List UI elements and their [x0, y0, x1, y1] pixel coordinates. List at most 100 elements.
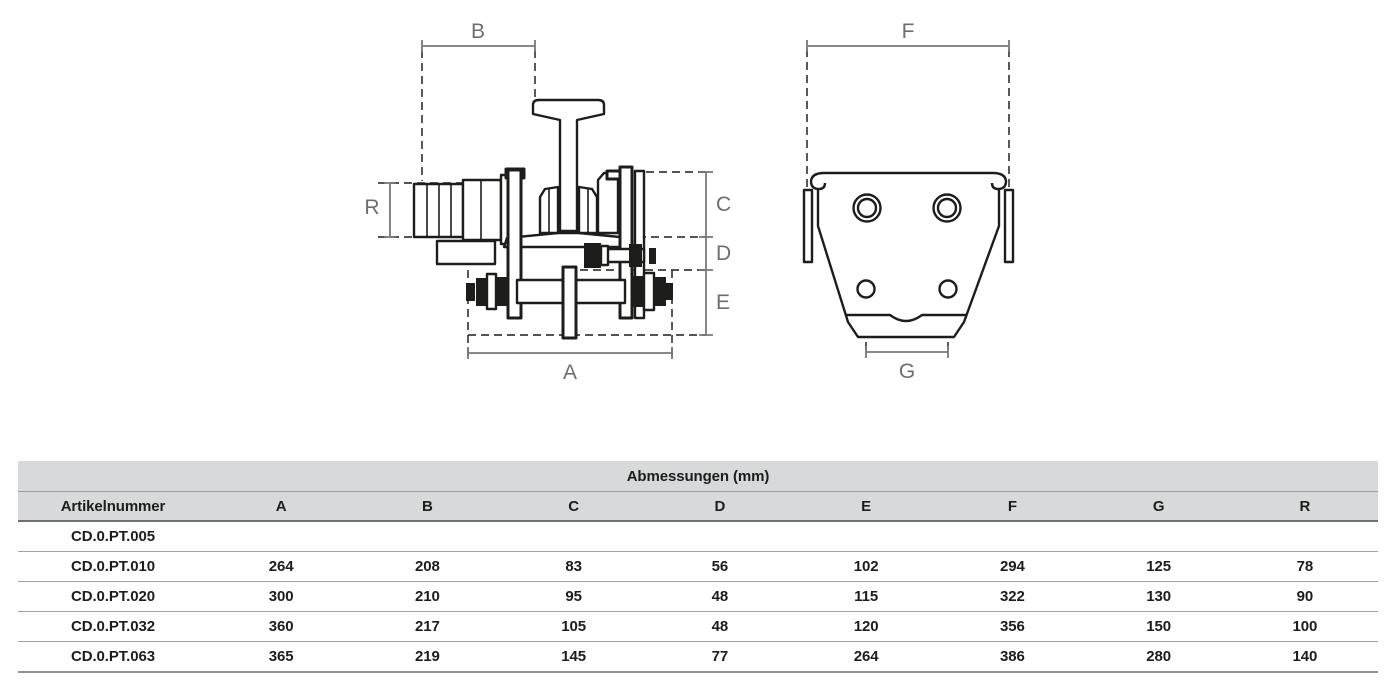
value-cell: 356	[939, 611, 1086, 642]
upper-shaft-nut-mid	[629, 244, 642, 267]
crossbar-washer	[485, 272, 498, 311]
column-header-d: D	[646, 491, 793, 522]
column-header-g: G	[1085, 491, 1232, 522]
value-cell: 120	[793, 611, 940, 642]
table-title: Abmessungen (mm)	[18, 461, 1378, 492]
value-cell: 145	[500, 641, 647, 673]
hole-small-right	[938, 279, 958, 299]
value-cell: 322	[939, 581, 1086, 612]
value-cell: 208	[354, 551, 501, 582]
value-cell: 140	[1231, 641, 1378, 673]
column-header-r: R	[1231, 491, 1378, 522]
column-header-e: E	[793, 491, 940, 522]
beam-rail	[531, 98, 606, 233]
hole-small-left	[856, 279, 876, 299]
value-cell: 365	[208, 641, 355, 673]
dim-label-f: F	[902, 20, 915, 43]
value-cell: 102	[793, 551, 940, 582]
value-cell: 210	[354, 581, 501, 612]
value-cell	[1085, 521, 1232, 552]
column-header-a: A	[208, 491, 355, 522]
center-strut	[561, 265, 578, 340]
dimension-lines-side	[384, 40, 713, 359]
crossbar-washer	[642, 271, 656, 312]
value-cell: 48	[646, 581, 793, 612]
value-cell: 95	[500, 581, 647, 612]
value-cell: 83	[500, 551, 647, 582]
value-cell: 217	[354, 611, 501, 642]
table-row: CD.0.PT.005	[18, 521, 1378, 552]
dim-label-d: D	[716, 242, 731, 265]
motor-body	[461, 178, 503, 242]
hole-large-right-inner	[936, 197, 958, 219]
value-cell	[500, 521, 647, 552]
trolley-body	[596, 171, 620, 235]
value-cell: 219	[354, 641, 501, 673]
value-cell: 115	[793, 581, 940, 612]
plate-bottom-edge	[846, 313, 967, 323]
dim-line-b	[421, 40, 536, 52]
plate-cap-right	[605, 169, 622, 181]
upper-shaft-nut-left	[584, 243, 601, 268]
value-cell: 300	[208, 581, 355, 612]
plate-body	[816, 190, 1001, 339]
table-title-row: Abmessungen (mm)	[18, 461, 1378, 492]
value-cell	[354, 521, 501, 552]
value-cell: 105	[500, 611, 647, 642]
value-cell: 78	[1231, 551, 1378, 582]
motor-fin-lines	[426, 184, 452, 237]
dim-line-f	[806, 40, 1010, 52]
value-cell: 360	[208, 611, 355, 642]
upper-shaft-nut-right	[649, 248, 656, 264]
flange-bar-left	[802, 188, 814, 264]
crossbar-nut	[654, 277, 666, 306]
value-cell: 264	[208, 551, 355, 582]
dim-label-b: B	[471, 20, 485, 43]
value-cell: 77	[646, 641, 793, 673]
technical-drawing: B R C D E A F G	[364, 20, 1015, 384]
dim-line-g	[865, 346, 949, 358]
plate-hook-right	[990, 171, 1008, 191]
value-cell	[939, 521, 1086, 552]
flange-bar-right	[1003, 188, 1015, 264]
dim-label-r: R	[364, 196, 379, 219]
value-cell: 264	[793, 641, 940, 673]
value-cell: 130	[1085, 581, 1232, 612]
value-cell: 280	[1085, 641, 1232, 673]
value-cell: 48	[646, 611, 793, 642]
dim-line-a	[467, 347, 673, 359]
column-header-c: C	[500, 491, 647, 522]
junction-box	[435, 239, 497, 266]
dim-label-a: A	[563, 361, 577, 384]
plate-hook-left	[809, 171, 827, 191]
artikelnummer-cell: CD.0.PT.005	[18, 521, 208, 552]
value-cell	[208, 521, 355, 552]
crossbar-nut	[666, 283, 673, 300]
value-cell	[646, 521, 793, 552]
crossbar-nut	[496, 277, 507, 306]
column-header-f: F	[939, 491, 1086, 522]
artikelnummer-cell: CD.0.PT.020	[18, 581, 208, 612]
beam-bottom-flange	[502, 231, 635, 249]
artikelnummer-cell: CD.0.PT.063	[18, 641, 208, 673]
value-cell: 150	[1085, 611, 1232, 642]
value-cell: 100	[1231, 611, 1378, 642]
value-cell: 90	[1231, 581, 1378, 612]
upper-shaft-washer	[599, 244, 610, 267]
crossbar-nut	[632, 276, 644, 307]
hole-large-left-inner	[856, 197, 878, 219]
dimension-lines-front	[806, 40, 1010, 358]
dim-label-c: C	[716, 193, 731, 216]
dim-line-cde	[699, 171, 713, 336]
value-cell: 125	[1085, 551, 1232, 582]
value-cell: 56	[646, 551, 793, 582]
front-view-drawing: F G	[802, 20, 1015, 383]
